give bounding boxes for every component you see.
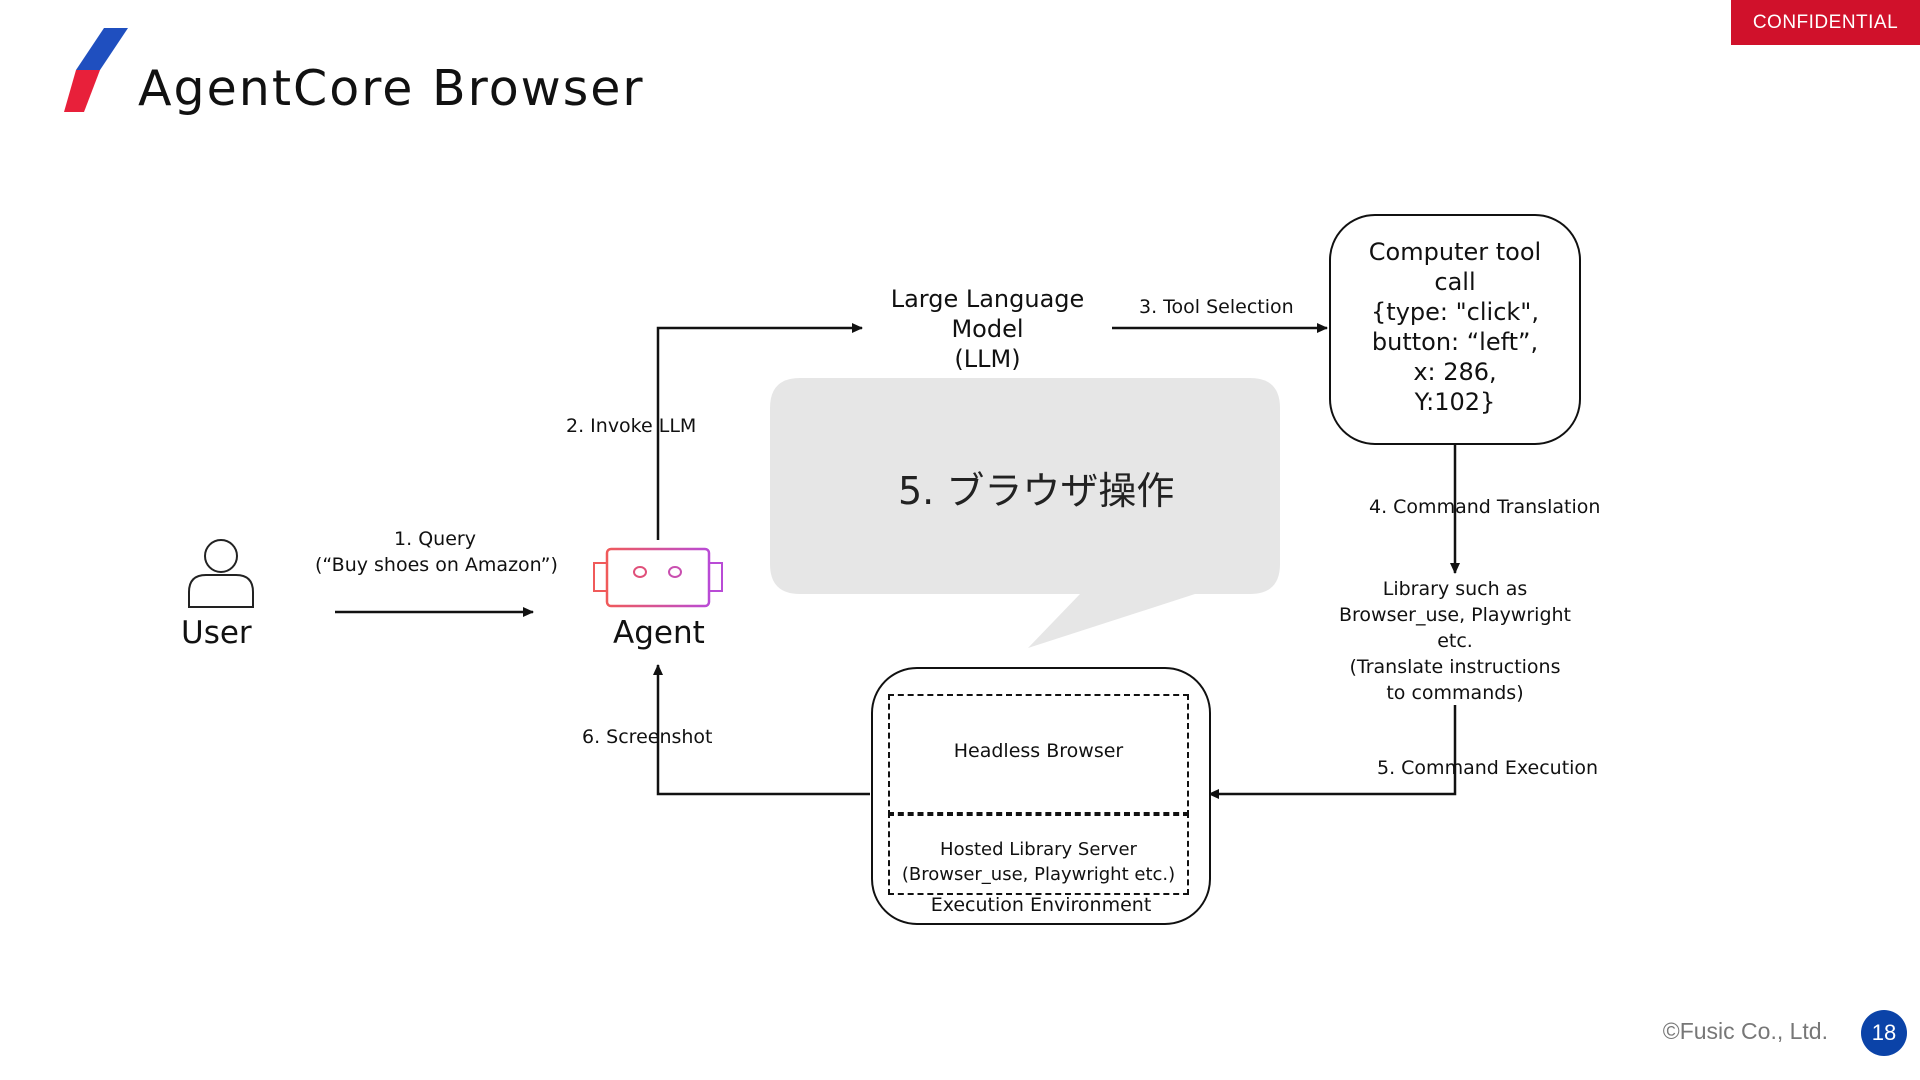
- execution-environment-box: [871, 667, 1211, 925]
- agent-label: Agent: [613, 615, 705, 651]
- tool-call-line3: {type: "click",: [1371, 298, 1539, 326]
- step2-label: 2. Invoke LLM: [566, 415, 697, 437]
- tool-call-box: [1329, 214, 1581, 445]
- user-icon: [188, 539, 254, 608]
- library-line3: etc.: [1437, 630, 1473, 652]
- hosted-line1: Hosted Library Server: [940, 839, 1137, 860]
- library-node: Library such as Browser_use, Playwright …: [1325, 576, 1585, 706]
- llm-line2: Model: [951, 315, 1024, 343]
- step5-label: 5. Command Execution: [1377, 757, 1599, 779]
- brand-slash-logo: [64, 28, 128, 112]
- step6-label: 6. Screenshot: [582, 726, 713, 748]
- step1-line1: 1. Query: [394, 528, 476, 550]
- agent-robot-icon: [593, 547, 723, 608]
- tool-call-line6: Y:102}: [1414, 388, 1496, 416]
- callout-bubble: [770, 378, 1280, 648]
- library-line2: Browser_use, Playwright: [1338, 604, 1571, 626]
- arrow-command-execution: [1208, 705, 1457, 799]
- tool-call-line5: x: 286,: [1413, 358, 1497, 386]
- tool-call-text: Computer tool call {type: "click", butto…: [1329, 237, 1581, 417]
- library-line4: (Translate instructions: [1349, 656, 1561, 678]
- library-line1: Library such as: [1382, 578, 1528, 600]
- headless-browser-label: Headless Browser: [953, 740, 1124, 762]
- step4-label: 4. Command Translation: [1369, 496, 1601, 518]
- headless-browser-box: [888, 694, 1189, 816]
- execution-environment-label: Execution Environment: [930, 894, 1152, 916]
- page-title: AgentCore Browser: [138, 60, 645, 117]
- page-number-badge: 18: [1861, 1010, 1907, 1056]
- hosted-library-text: Hosted Library Server (Browser_use, Play…: [888, 837, 1189, 887]
- arrow-invoke-llm: [656, 323, 863, 540]
- llm-line1: Large Language: [890, 285, 1085, 313]
- step3-label: 3. Tool Selection: [1139, 296, 1294, 318]
- tool-call-line2: call: [1434, 268, 1476, 296]
- user-label: User: [181, 615, 252, 651]
- step1-line2: (“Buy shoes on Amazon”): [315, 554, 558, 576]
- tool-call-line1: Computer tool: [1368, 238, 1542, 266]
- hosted-line2: (Browser_use, Playwright etc.): [901, 864, 1176, 885]
- arrow-screenshot: [653, 664, 870, 796]
- copyright-text: ©Fusic Co., Ltd.: [1662, 1018, 1828, 1044]
- tool-call-line4: button: “left”,: [1371, 328, 1539, 356]
- confidential-badge: CONFIDENTIAL: [1731, 0, 1920, 45]
- llm-node: Large Language Model (LLM): [880, 284, 1095, 374]
- llm-line3: (LLM): [954, 345, 1021, 373]
- step1-label: 1. Query (“Buy shoes on Amazon”): [315, 528, 558, 576]
- library-line5: to commands): [1386, 682, 1524, 704]
- hosted-library-box: [888, 812, 1189, 895]
- callout-text: 5. ブラウザ操作: [898, 469, 1175, 513]
